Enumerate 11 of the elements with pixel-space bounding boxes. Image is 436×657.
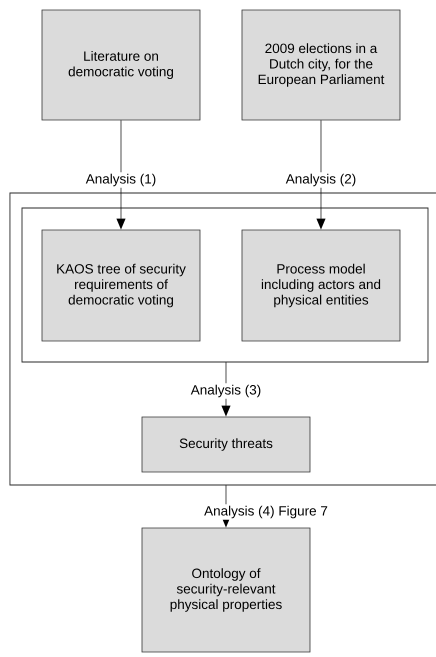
frame-box	[22, 208, 428, 362]
edge-label: Analysis (1)	[84, 172, 158, 188]
process-box: Security threats	[142, 416, 310, 472]
edge-label: Analysis (2)	[284, 172, 358, 188]
process-box: Ontology of security-relevant physical properties	[142, 528, 310, 652]
edge-label: Analysis (3)	[189, 383, 263, 399]
process-box: 2009 elections in a Dutch city, for the European Parliament	[242, 10, 400, 120]
process-box: Literature on democratic voting	[42, 10, 200, 120]
edge-label: Analysis (4) Figure 7	[202, 504, 330, 520]
process-box: KAOS tree of security requirements of democratic voting	[42, 230, 200, 342]
process-box: Process model including actors and physical entities	[242, 230, 400, 342]
